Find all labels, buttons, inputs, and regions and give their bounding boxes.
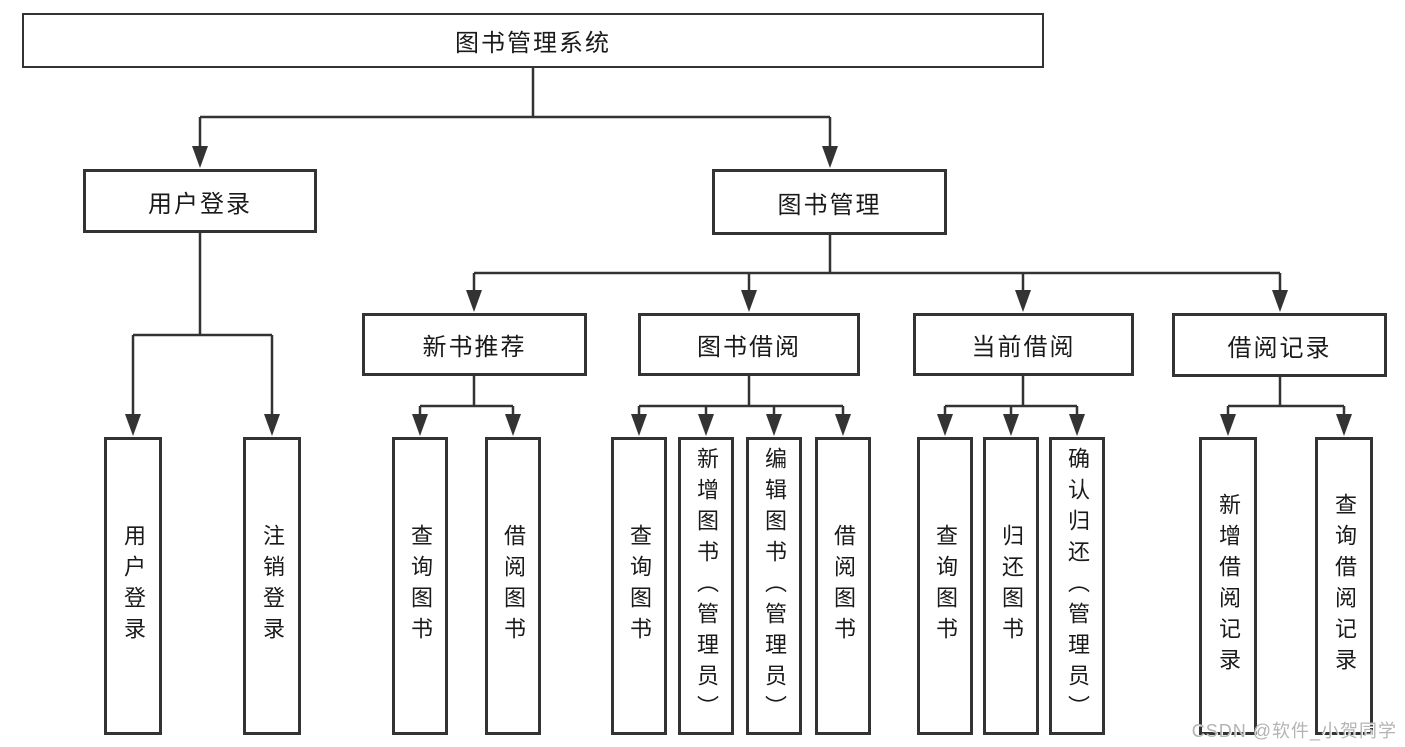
leaf-borrow-books-recommend: 借阅图书 (485, 437, 541, 735)
leaf-return-books: 归还图书 (983, 437, 1039, 735)
watermark: CSDN @软件_小贺同学 (1191, 721, 1397, 741)
leaf-edit-book-admin: 编辑图书（管理员） (746, 437, 802, 735)
node-book-borrowing: 图书借阅 (638, 313, 860, 376)
leaf-query-books-borrowing: 查询图书 (611, 437, 667, 735)
node-borrowing-records: 借阅记录 (1172, 313, 1387, 377)
node-book-management: 图书管理 (712, 169, 947, 235)
leaf-query-books-recommend: 查询图书 (392, 437, 448, 735)
node-library-management-system: 图书管理系统 (22, 13, 1044, 68)
leaf-confirm-return-admin: 确认归还（管理员） (1049, 437, 1105, 735)
leaf-add-book-admin: 新增图书（管理员） (678, 437, 734, 735)
leaf-borrow-books-borrowing: 借阅图书 (815, 437, 871, 735)
node-user-login: 用户登录 (83, 169, 317, 233)
leaf-query-books-current: 查询图书 (917, 437, 973, 735)
leaf-query-borrowing-record: 查询借阅记录 (1315, 437, 1373, 735)
leaf-add-borrowing-record: 新增借阅记录 (1199, 437, 1257, 735)
node-current-borrowing: 当前借阅 (913, 313, 1134, 376)
leaf-logout: 注销登录 (243, 437, 301, 735)
node-new-book-recommendation: 新书推荐 (362, 313, 587, 376)
leaf-user-login: 用户登录 (104, 437, 162, 735)
